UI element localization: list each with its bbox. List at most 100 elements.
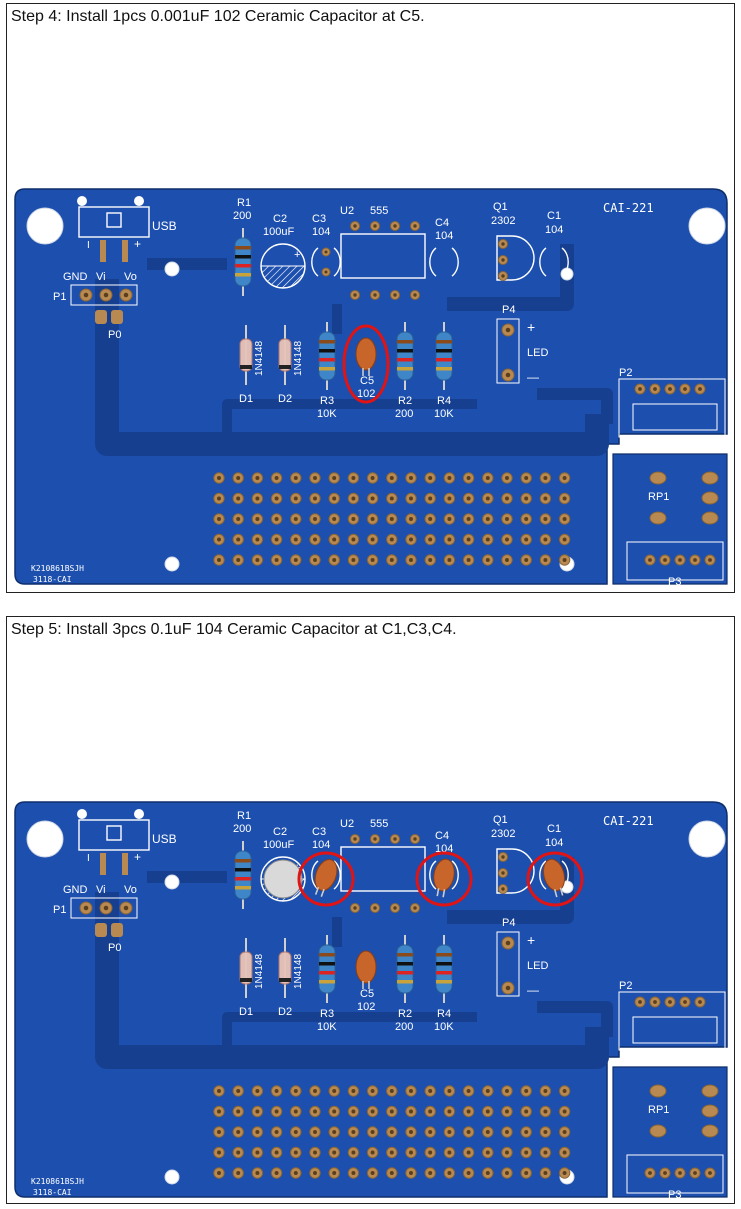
pad-hole — [693, 558, 697, 562]
pad-hole — [351, 558, 356, 562]
pad-hole — [485, 1089, 490, 1093]
d1-ref: D1 — [239, 1006, 253, 1018]
pad-hole — [466, 496, 471, 501]
step-5-title: Step 5: Install 3pcs 0.1uF 104 Ceramic C… — [11, 621, 457, 638]
pad-hole — [543, 1109, 548, 1114]
c2-value: 100uF — [263, 839, 294, 851]
pad-hole — [313, 1109, 317, 1114]
c2-ref: C2 — [273, 213, 287, 225]
p4-ref: P4 — [502, 917, 515, 929]
usb-pin2-label: + — [134, 850, 141, 864]
pad-hole — [485, 517, 490, 521]
pad-hole — [428, 517, 433, 521]
serial-line2: 3118-CAI — [33, 575, 72, 584]
c2-ref: C2 — [273, 826, 287, 838]
pad-hole — [83, 905, 89, 911]
pad-hole — [524, 537, 529, 542]
p2-silk — [632, 1016, 718, 1044]
r2-body — [396, 331, 414, 381]
pad-hole — [313, 1171, 317, 1175]
pad-hole — [255, 1130, 260, 1134]
pad-hole — [353, 224, 357, 228]
usb-pin1-label: I — [87, 240, 90, 251]
usb-pad — [122, 853, 128, 875]
p0-label: P0 — [108, 329, 121, 341]
d1-ref: D1 — [239, 393, 253, 405]
board-name: CAI-221 — [603, 814, 654, 828]
pad-hole — [313, 517, 317, 521]
pad-hole — [370, 476, 375, 480]
r2-band — [397, 971, 413, 975]
pad-hole — [332, 1089, 337, 1093]
pad-hole — [274, 496, 279, 501]
pad-hole — [562, 1130, 567, 1134]
pad-hole — [332, 517, 337, 521]
pad-hole — [217, 1171, 221, 1175]
pad-hole — [524, 1130, 529, 1134]
pad-hole — [466, 1171, 471, 1175]
pad-hole — [293, 476, 298, 480]
r2-band — [397, 953, 413, 957]
c1-value: 104 — [545, 224, 563, 236]
pad-hole — [428, 476, 433, 480]
pad-hole — [370, 1150, 375, 1155]
p4-plus: + — [527, 319, 535, 335]
pad-hole — [255, 1171, 260, 1175]
pad-hole — [428, 558, 433, 562]
pad-hole — [217, 558, 221, 562]
pad-hole — [389, 496, 394, 501]
pad-hole — [524, 1089, 529, 1093]
pad-hole — [236, 496, 241, 501]
r4-value: 10K — [434, 408, 454, 420]
pad-hole — [653, 387, 657, 391]
pad-hole — [255, 1150, 260, 1155]
pad-hole — [466, 1109, 471, 1114]
pad-hole — [543, 537, 548, 542]
p0-pad — [95, 310, 107, 324]
p0-pad — [111, 923, 123, 937]
r1-body — [234, 850, 252, 900]
pad-hole — [351, 1150, 356, 1155]
c2-body — [263, 859, 303, 899]
pad-hole — [351, 476, 356, 480]
r2-band — [397, 358, 413, 362]
rp1-pad — [701, 1124, 719, 1138]
pad-hole — [708, 558, 712, 562]
p2-silk — [632, 403, 718, 431]
p1-vo-label: Vo — [124, 271, 137, 283]
r4-value: 10K — [434, 1021, 454, 1033]
pad-hole — [428, 1089, 433, 1093]
pad-hole — [505, 558, 509, 562]
r4-band — [436, 340, 452, 344]
pad-hole — [447, 496, 452, 501]
r2-band — [397, 962, 413, 966]
usb-pad — [100, 853, 106, 875]
r2-band — [397, 367, 413, 371]
pad-hole — [447, 476, 452, 480]
pad-hole — [562, 517, 567, 521]
pad-hole — [524, 1109, 529, 1114]
pad-hole — [505, 985, 511, 991]
p4-minus: — — [527, 983, 539, 997]
pad-hole — [562, 1171, 567, 1175]
p2-label: P2 — [619, 980, 632, 992]
pad-hole — [255, 496, 260, 501]
r1-band — [235, 868, 251, 872]
rp1-pad — [701, 471, 719, 485]
c1-silk — [561, 860, 569, 890]
pad-hole — [653, 1000, 657, 1004]
pad-hole — [255, 1109, 260, 1114]
pad-hole — [389, 1109, 394, 1114]
pad-hole — [413, 224, 417, 228]
pad-hole — [236, 1130, 241, 1134]
pad-hole — [217, 1150, 221, 1155]
pad-hole — [543, 496, 548, 501]
pad-hole — [409, 537, 413, 542]
pad-hole — [217, 496, 221, 501]
pad-hole — [501, 274, 505, 278]
pad-hole — [708, 1171, 712, 1175]
copper-trace — [95, 892, 609, 1069]
r3-band — [319, 340, 335, 344]
pad-hole — [103, 905, 109, 911]
highlight-c4-ring — [415, 851, 473, 907]
